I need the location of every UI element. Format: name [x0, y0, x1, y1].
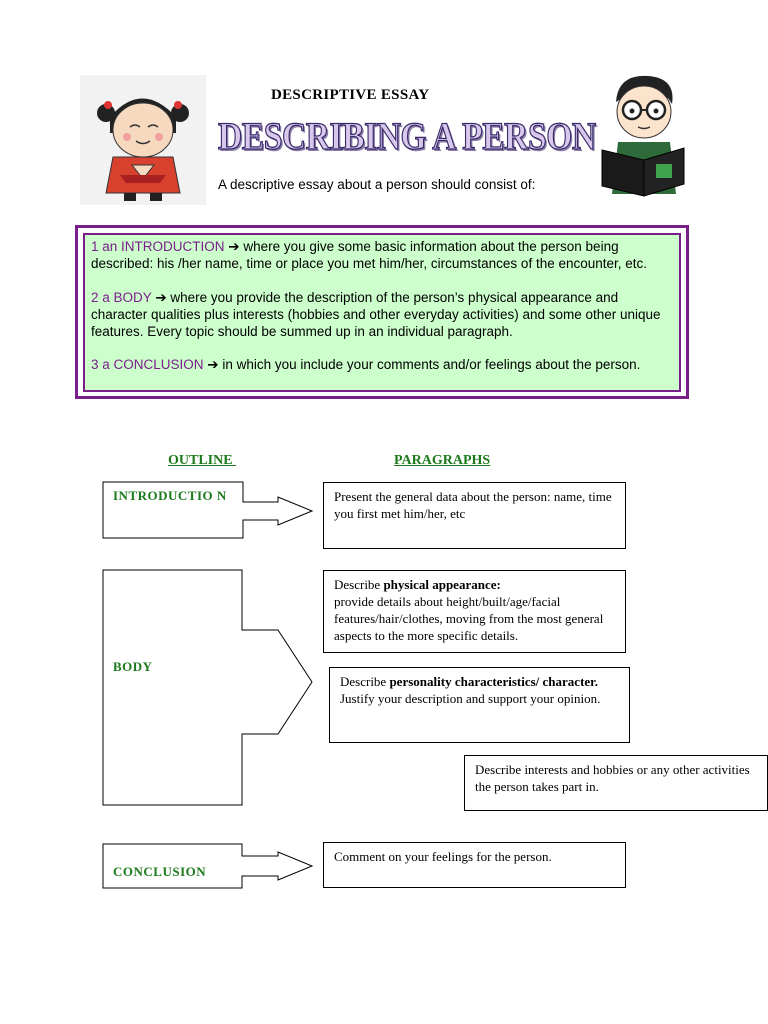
intro-sentence: A descriptive essay about a person shoul…: [218, 177, 536, 192]
paragraphs-column-header: PARAGRAPHS: [394, 453, 491, 468]
outline-body-label: BODY: [113, 659, 153, 674]
structure-frame: [75, 225, 689, 399]
girl-illustration: [80, 75, 206, 205]
conclusion-arrow: [102, 843, 314, 889]
introduction-text: where you give some basic information ab…: [91, 239, 648, 271]
structure-conclusion: 3 a CONCLUSION ➔ in which you include yo…: [91, 356, 676, 373]
outline-column-header: OUTLINE: [168, 453, 237, 468]
structure-body: 2 a BODY ➔ where you provide the descrip…: [91, 289, 676, 340]
personality-prefix: Describe: [340, 674, 390, 689]
body-text: where you provide the description of the…: [91, 290, 661, 339]
personality-text: Justify your description and support you…: [340, 691, 601, 706]
arrow-right-icon: ➔: [155, 290, 167, 305]
paragraph-box-physical: Describe physical appearance: provide de…: [323, 570, 626, 653]
conclusion-label: 3 a CONCLUSION: [91, 357, 204, 372]
physical-prefix: Describe: [334, 577, 384, 592]
physical-heading: physical appearance:: [383, 577, 501, 592]
arrow-right-icon: ➔: [207, 357, 219, 372]
introduction-arrow: [102, 481, 314, 539]
paragraph-box-conclusion: Comment on your feelings for the person.: [323, 842, 626, 888]
paragraph-box-personality: Describe personality characteristics/ ch…: [329, 667, 630, 743]
essay-type-subtitle: DESCRIPTIVE ESSAY: [271, 87, 430, 103]
boy-reading-illustration: [601, 75, 685, 197]
outline-introduction-label: INTRODUCTIO N: [113, 488, 227, 503]
introduction-label: 1 an INTRODUCTION: [91, 239, 225, 254]
structure-introduction: 1 an INTRODUCTION ➔ where you give some …: [91, 238, 676, 272]
paragraph-box-introduction: Present the general data about the perso…: [323, 482, 626, 549]
physical-text: provide details about height/built/age/f…: [334, 594, 604, 643]
paragraph-conclusion-text: Comment on your feelings for the person.: [334, 849, 552, 864]
paragraph-introduction-text: Present the general data about the perso…: [334, 489, 612, 521]
paragraph-box-interests: Describe interests and hobbies or any ot…: [464, 755, 768, 811]
conclusion-text: in which you include your comments and/o…: [218, 357, 641, 372]
personality-heading: personality characteristics/ character.: [389, 674, 598, 689]
body-arrow: [102, 569, 313, 806]
structure-box: [83, 233, 681, 392]
outline-conclusion-label: CONCLUSION: [113, 864, 207, 879]
body-label: 2 a BODY: [91, 290, 152, 305]
interests-text: Describe interests and hobbies or any ot…: [475, 762, 750, 794]
arrow-right-icon: ➔: [228, 239, 240, 254]
page-title: DESCRIBING A PERSON: [217, 114, 596, 158]
